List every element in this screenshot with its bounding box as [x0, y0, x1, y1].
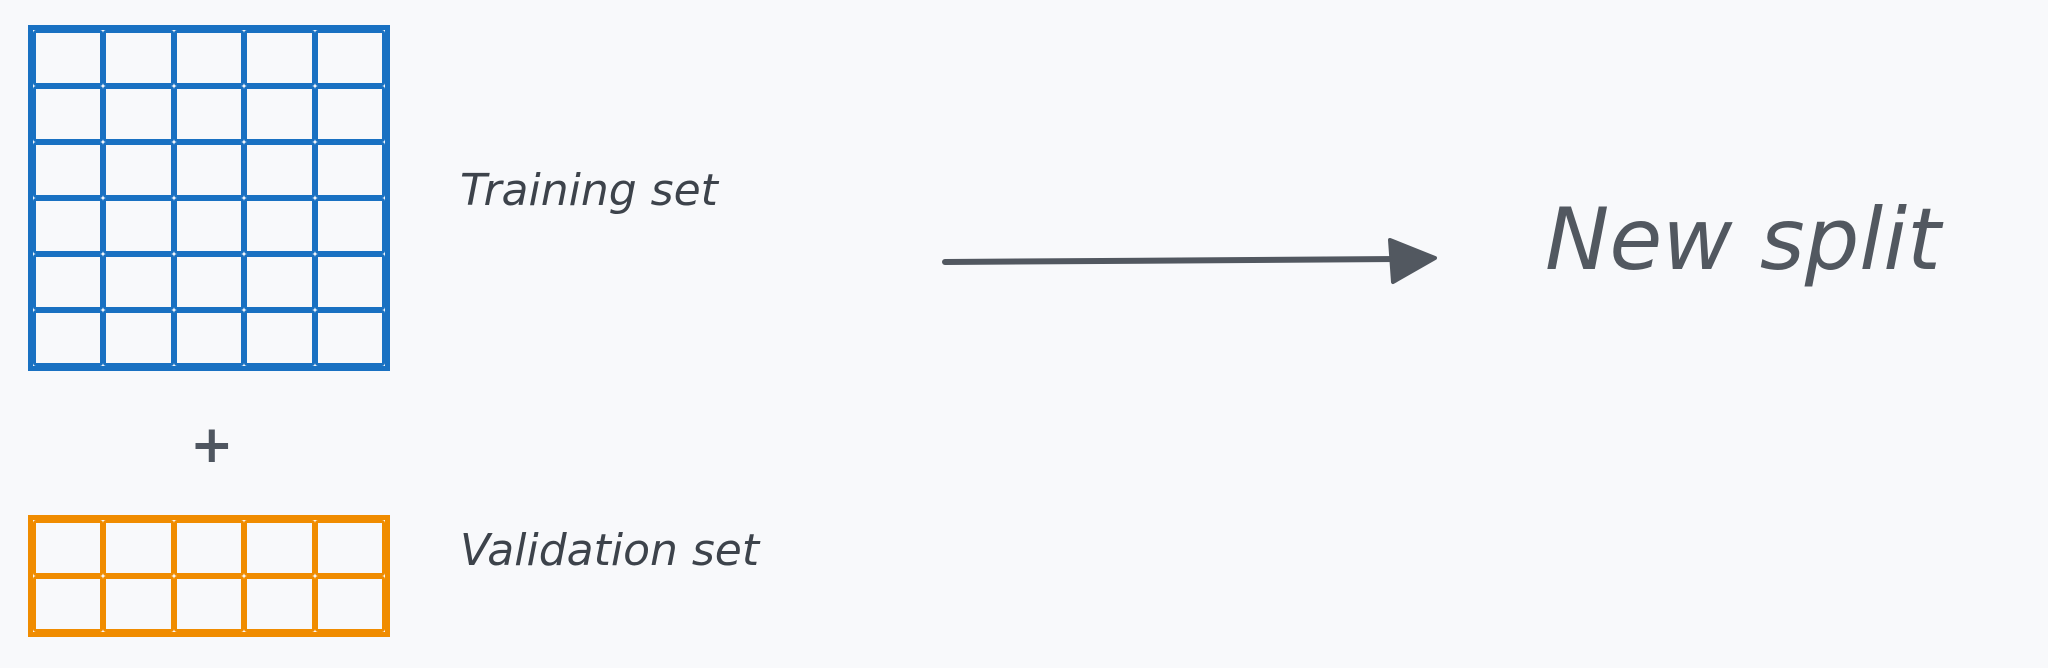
plus-operator: +: [190, 415, 234, 475]
validation-set-cell: [244, 520, 315, 576]
validation-set-cell: [173, 576, 245, 632]
training-set-cell: [314, 142, 385, 198]
training-set-grid: [28, 25, 390, 371]
training-set-cell: [33, 142, 104, 198]
training-set-cell: [103, 86, 174, 142]
training-set-cell: [314, 30, 385, 86]
validation-set-cell: [33, 576, 104, 632]
validation-set-cell: [33, 520, 104, 576]
training-set-cell: [244, 86, 315, 142]
training-set-cell: [244, 30, 315, 86]
validation-set-cell: [314, 576, 385, 632]
validation-set-label: Validation set: [460, 525, 760, 576]
training-set-cell: [244, 142, 315, 198]
training-set-cell: [33, 86, 104, 142]
validation-set-cell: [103, 520, 174, 576]
training-set-cell: [103, 254, 174, 310]
training-set-cell: [103, 310, 174, 366]
validation-set-cell: [173, 520, 245, 576]
training-set-cell: [314, 86, 385, 142]
training-set-cell: [33, 310, 104, 366]
training-set-cell: [173, 30, 245, 86]
right-arrow-icon: [942, 238, 1437, 284]
training-set-cell: [103, 30, 174, 86]
validation-set-cell: [314, 520, 385, 576]
training-set-cell: [244, 254, 315, 310]
training-set-cell: [244, 310, 315, 366]
training-set-cell: [173, 142, 245, 198]
training-set-cell: [244, 198, 315, 254]
training-set-cell: [173, 86, 245, 142]
validation-set-cell: [244, 576, 315, 632]
training-set-cell: [173, 310, 245, 366]
training-set-label: Training set: [460, 165, 718, 216]
training-set-cell: [173, 254, 245, 310]
training-set-cell: [314, 198, 385, 254]
training-set-cell: [173, 198, 245, 254]
training-set-cell: [103, 142, 174, 198]
validation-set-cell: [103, 576, 174, 632]
validation-set-grid: [28, 515, 390, 637]
training-set-cell: [103, 198, 174, 254]
training-set-cell: [33, 198, 104, 254]
training-set-cell: [314, 254, 385, 310]
new-split-label: New split: [1545, 190, 1941, 290]
training-set-cell: [33, 30, 104, 86]
training-set-cell: [314, 310, 385, 366]
training-set-cell: [33, 254, 104, 310]
